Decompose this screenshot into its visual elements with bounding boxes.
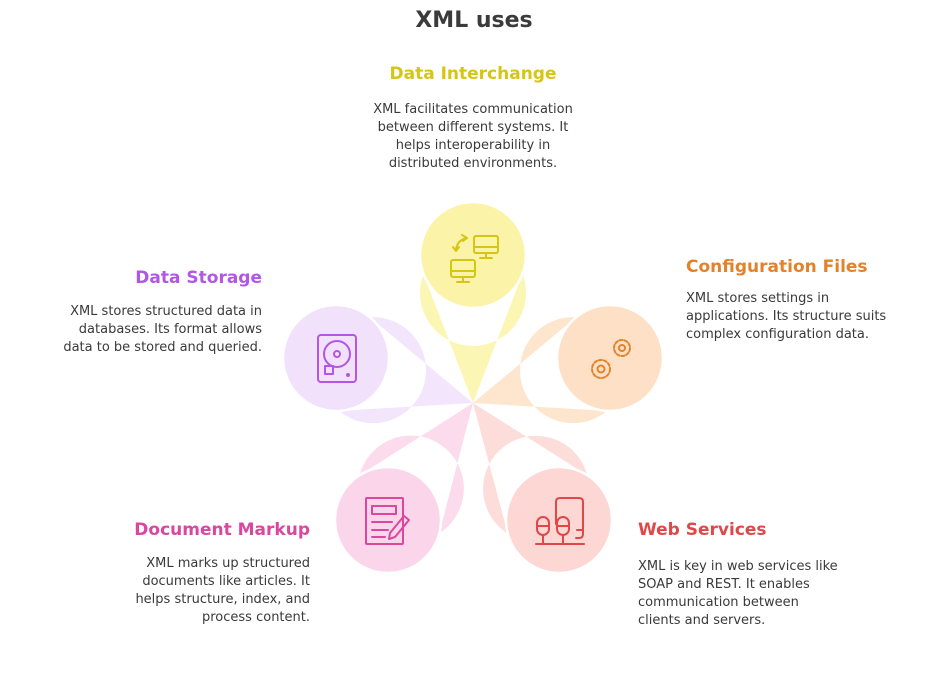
petal-circle (333, 465, 443, 575)
diagram-title: XML uses (415, 8, 533, 33)
heading-data-storage: Data Storage (135, 268, 262, 288)
heading-configuration-files: Configuration Files (686, 257, 868, 277)
petal-configuration-files (473, 303, 665, 424)
petal-circle (418, 200, 528, 310)
petal-document-markup (333, 403, 473, 575)
petal-web-services (473, 403, 614, 575)
description-configuration-files: XML stores settings in applications. Its… (686, 291, 887, 342)
document-edit-icon (365, 497, 410, 545)
heading-data-interchange: Data Interchange (389, 64, 557, 84)
description-data-interchange: XML facilitates communication between di… (373, 102, 573, 171)
petal-circle (504, 465, 614, 575)
computers-sync-icon (450, 234, 499, 283)
description-data-storage: XML stores structured data in databases.… (63, 304, 262, 355)
heading-document-markup: Document Markup (134, 520, 310, 540)
petal-circle (281, 303, 391, 413)
gears-icon (591, 339, 631, 379)
petal-circle (555, 303, 665, 413)
hard-drive-icon (317, 334, 357, 383)
description-web-services: XML is key in web services like SOAP and… (638, 559, 838, 628)
network-devices-icon (535, 497, 585, 545)
petal-data-storage (281, 303, 473, 424)
description-document-markup: XML marks up structured documents like a… (135, 556, 310, 625)
heading-web-services: Web Services (638, 520, 767, 540)
petal-data-interchange (418, 200, 528, 403)
